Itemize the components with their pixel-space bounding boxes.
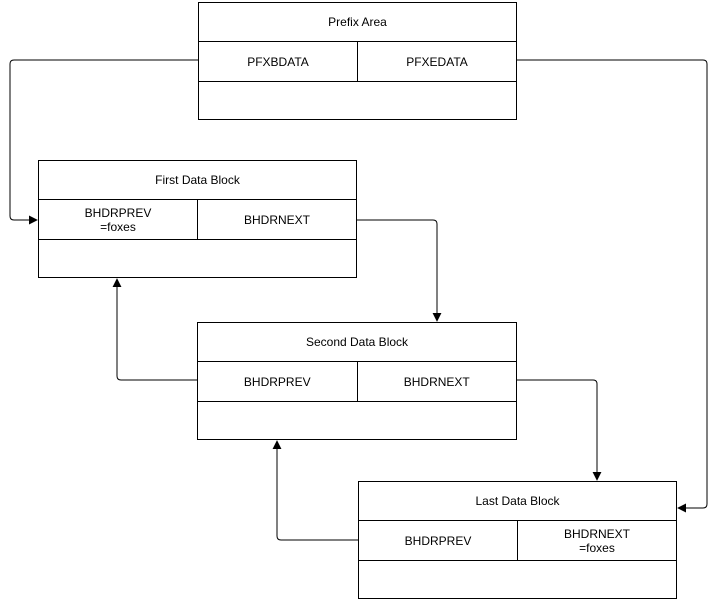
block-cell-row: BHDRPREV BHDRNEXT: [198, 362, 516, 402]
cell-label: PFXBDATA: [247, 54, 309, 69]
arrow-last-bhdrprev-to-second-block: [272, 440, 358, 541]
cell-last-bhdrprev: BHDRPREV: [359, 521, 517, 560]
arrow-first-bhdrnext-to-second-block: [357, 219, 442, 322]
block-cell-row: BHDRPREV BHDRNEXT =foxes: [359, 521, 676, 561]
cell-label: BHDRNEXT: [403, 374, 470, 389]
block-empty-row: [199, 82, 516, 119]
block-last-data: Last Data Block BHDRPREV BHDRNEXT =foxes: [358, 481, 677, 599]
block-second-data: Second Data Block BHDRPREV BHDRNEXT: [197, 322, 517, 440]
arrow-pfxedata-to-last-block: [517, 59, 708, 513]
cell-label: BHDRPREV: [243, 374, 311, 389]
cell-value: =foxes: [100, 219, 136, 234]
block-empty-row: [39, 240, 356, 277]
block-title: First Data Block: [39, 161, 356, 200]
cell-first-bhdrprev: BHDRPREV =foxes: [39, 200, 197, 239]
cell-label: BHDRPREV: [84, 205, 152, 220]
cell-first-bhdrnext: BHDRNEXT: [197, 200, 356, 239]
cell-second-bhdrnext: BHDRNEXT: [356, 362, 517, 401]
block-empty-row: [198, 402, 516, 439]
block-cell-row: PFXBDATA PFXEDATA: [199, 42, 516, 82]
block-cell-row: BHDRPREV =foxes BHDRNEXT: [39, 200, 356, 240]
cell-label: PFXEDATA: [406, 54, 468, 69]
cell-value: =foxes: [579, 540, 615, 555]
block-title: Last Data Block: [359, 482, 676, 521]
block-title: Second Data Block: [198, 323, 516, 362]
block-title: Prefix Area: [199, 3, 516, 42]
block-prefix-area: Prefix Area PFXBDATA PFXEDATA: [198, 2, 517, 120]
arrow-second-bhdrprev-to-first-block: [112, 278, 197, 381]
cell-label: BHDRNEXT: [243, 212, 310, 227]
arrow-second-bhdrnext-to-last-block: [517, 379, 602, 481]
cell-pfxedata: PFXEDATA: [357, 42, 516, 81]
arrow-pfxbdata-to-first-block: [9, 59, 198, 225]
cell-label: BHDRNEXT: [563, 526, 630, 541]
cell-last-bhdrnext: BHDRNEXT =foxes: [517, 521, 676, 560]
cell-second-bhdrprev: BHDRPREV: [198, 362, 357, 401]
cell-pfxbdata: PFXBDATA: [199, 42, 357, 81]
block-first-data: First Data Block BHDRPREV =foxes BHDRNEX…: [38, 160, 357, 278]
block-empty-row: [359, 561, 676, 598]
cell-label: BHDRPREV: [404, 533, 472, 548]
